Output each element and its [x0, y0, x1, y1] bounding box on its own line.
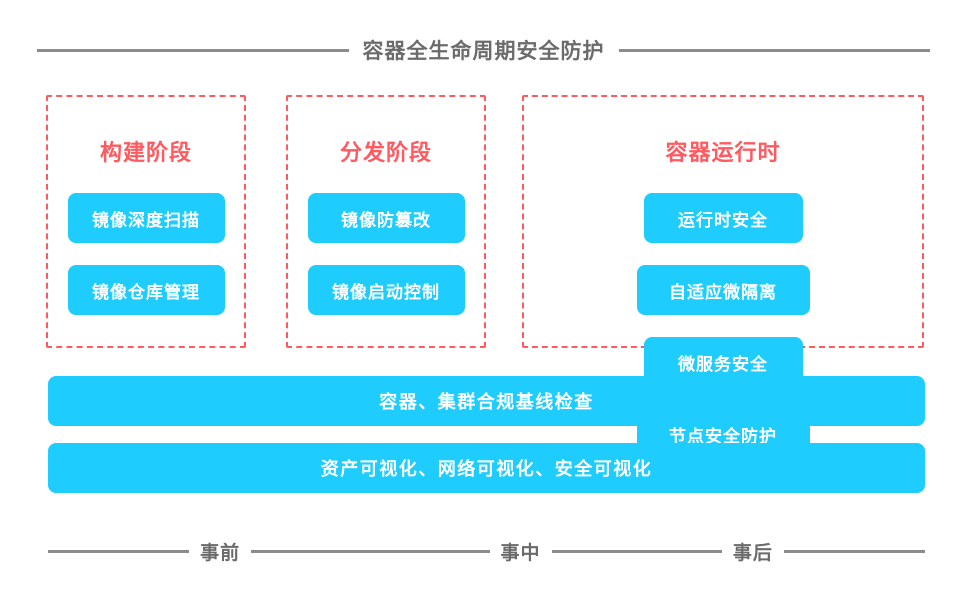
page-header: 容器全生命周期安全防护 — [37, 32, 930, 68]
stage-items-deliver: 镜像防篡改 镜像启动控制 — [288, 193, 484, 315]
header-rule-left — [37, 48, 349, 52]
capability-pill[interactable]: 镜像启动控制 — [307, 265, 465, 315]
phase-timeline: 事前 事中 事后 — [48, 534, 925, 568]
stage-title-runtime: 容器运行时 — [665, 140, 781, 165]
header-rule-right — [618, 48, 930, 52]
stage-title-deliver: 分发阶段 — [339, 140, 432, 165]
capability-pill[interactable]: 自适应微隔离 — [636, 265, 810, 315]
timeline-label-during: 事中 — [500, 542, 541, 564]
stage-items-build: 镜像深度扫描 镜像仓库管理 — [48, 193, 244, 315]
timeline-rule-4 — [783, 549, 925, 553]
timeline-rule-2 — [251, 549, 490, 553]
capability-pill[interactable]: 运行时安全 — [643, 193, 803, 243]
stage-box-runtime: 容器运行时 运行时安全 自适应微隔离 微服务安全 节点安全防护 — [522, 95, 924, 459]
capability-bar-visibility[interactable]: 资产可视化、网络可视化、安全可视化 — [48, 443, 925, 493]
timeline-label-after: 事后 — [732, 542, 773, 564]
capability-pill[interactable]: 镜像仓库管理 — [67, 265, 225, 315]
stage-box-deliver: 分发阶段 镜像防篡改 镜像启动控制 — [286, 95, 486, 348]
stage-title-build: 构建阶段 — [99, 140, 192, 165]
capability-pill[interactable]: 镜像防篡改 — [307, 193, 465, 243]
timeline-rule-1 — [48, 549, 190, 553]
capability-pill[interactable]: 镜像深度扫描 — [67, 193, 225, 243]
timeline-rule-3 — [551, 549, 722, 553]
stage-box-build: 构建阶段 镜像深度扫描 镜像仓库管理 — [46, 95, 246, 348]
capability-bar-compliance[interactable]: 容器、集群合规基线检查 — [48, 376, 925, 426]
timeline-label-before: 事前 — [200, 542, 241, 564]
page-title: 容器全生命周期安全防护 — [362, 40, 605, 63]
